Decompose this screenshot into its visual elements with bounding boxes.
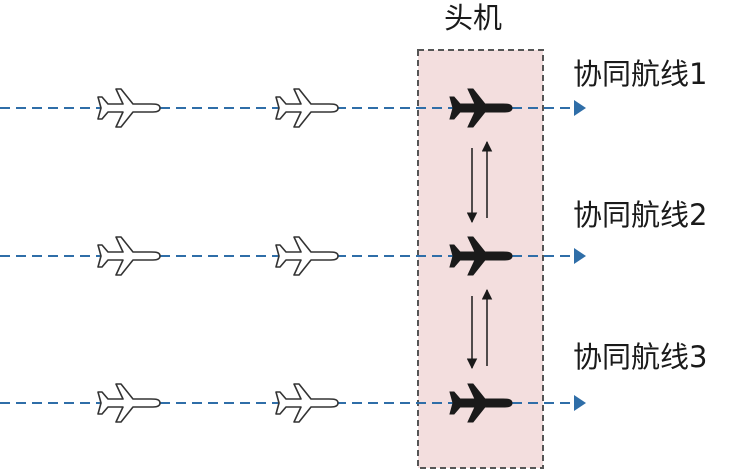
route-label-1: 协同航线1 <box>573 57 708 91</box>
airplane-outline-icon <box>275 88 339 128</box>
triangle-arrow-icon <box>574 248 586 264</box>
airplane-outline-icon <box>97 383 161 423</box>
link-arrows <box>466 140 493 370</box>
triangle-arrow-icon <box>574 100 586 116</box>
route-label-2: 协同航线2 <box>573 198 708 232</box>
airplane-outline-icon <box>97 236 161 276</box>
airplane-outline-icon <box>275 236 339 276</box>
route-label-3: 协同航线3 <box>573 340 708 374</box>
route-arrowheads <box>574 100 586 411</box>
lead-aircraft-label: 头机 <box>444 1 503 35</box>
airplane-outline-icon <box>97 88 161 128</box>
airplane-outline-icon <box>275 383 339 423</box>
triangle-arrow-icon <box>574 395 586 411</box>
